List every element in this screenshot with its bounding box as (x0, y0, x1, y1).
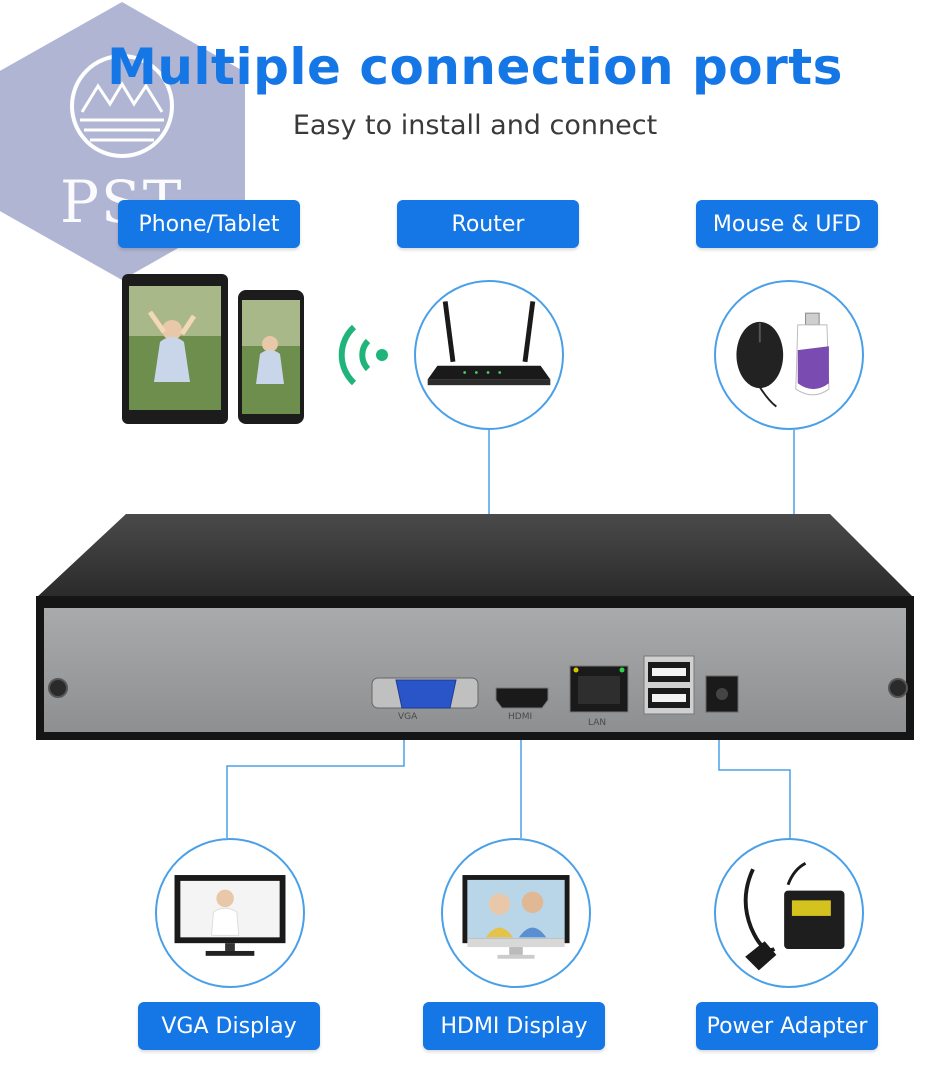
wifi-icon (338, 324, 388, 386)
hdmi-display-circle (441, 838, 591, 988)
mouse-ufd-circle (714, 280, 864, 430)
vga-port-label: VGA (398, 712, 418, 722)
label-phone-tablet: Phone/Tablet (118, 200, 300, 248)
label-hdmi-display: HDMI Display (423, 1002, 605, 1050)
hdmi-port-label: HDMI (508, 712, 533, 722)
label-router: Router (397, 200, 579, 248)
label-mouse-ufd: Mouse & UFD (696, 200, 878, 248)
vga-display-circle (155, 838, 305, 988)
tablet-icon (122, 274, 228, 424)
power-adapter-icon (743, 862, 845, 971)
phone-icon (238, 290, 304, 424)
label-power-adapter: Power Adapter (696, 1002, 878, 1050)
router-circle (414, 280, 564, 430)
nvr-recorder (36, 514, 914, 740)
page-subtitle: Easy to install and connect (292, 110, 658, 141)
page-title: Multiple connection ports (107, 38, 843, 96)
hdmi-monitor-icon (462, 875, 570, 959)
mouse-and-usb-drive-icon (736, 312, 830, 408)
vga-monitor-icon (174, 875, 286, 956)
label-vga-display: VGA Display (138, 1002, 320, 1050)
router-icon (427, 301, 551, 386)
power-adapter-circle (714, 838, 864, 988)
lan-port-label: LAN (588, 718, 607, 728)
